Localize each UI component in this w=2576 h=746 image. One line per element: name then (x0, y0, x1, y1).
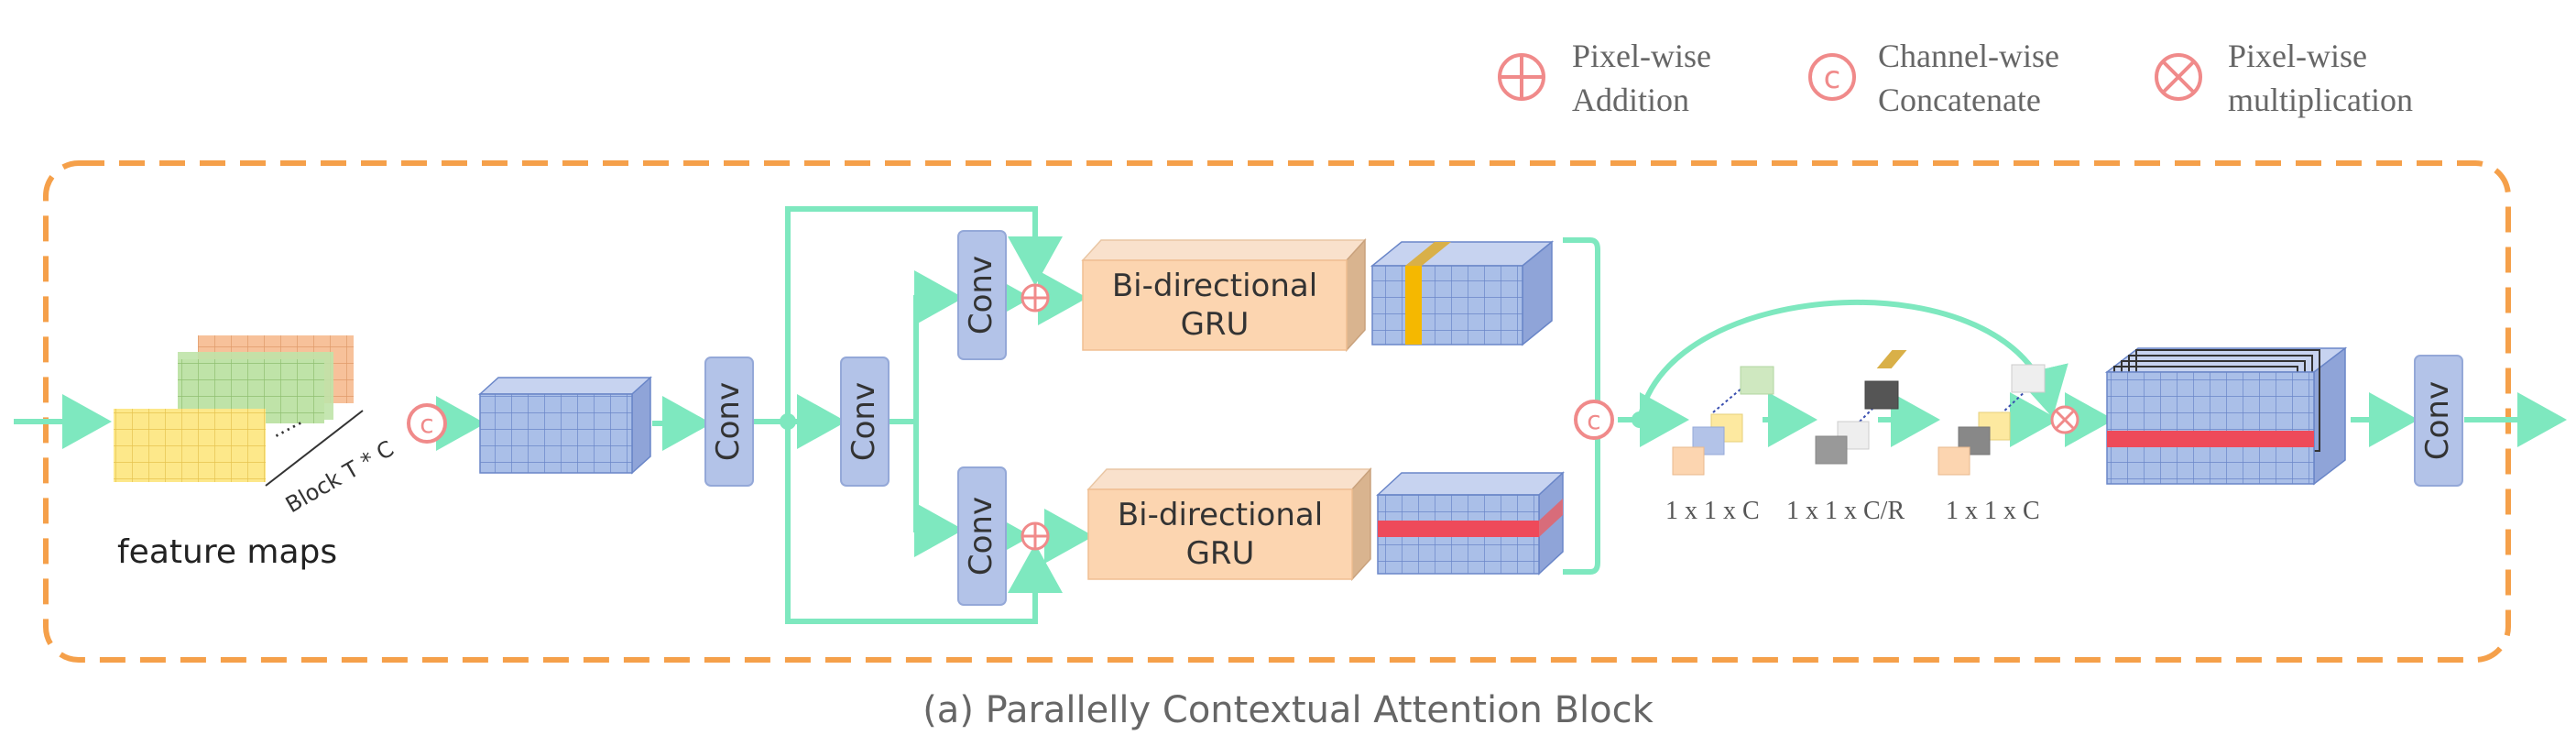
feature-cube-1 (478, 376, 652, 475)
legend-addition-line1: Pixel-wise (1572, 38, 1711, 74)
skip-top-line (785, 206, 1063, 422)
ca-label-1: 1 x 1 x C (1665, 497, 1760, 525)
gru-top-line2: GRU (1181, 306, 1250, 343)
legend-concatenate: c Channel-wise Concatenate (1808, 38, 2059, 118)
add-node-top (1021, 283, 1050, 313)
ca-label-2: 1 x 1 x C/R (1786, 497, 1905, 525)
legend-multiplication: Pixel-wise multiplication (2155, 38, 2413, 118)
legend-concatenate-line2: Concatenate (1878, 82, 2041, 118)
multiplication-icon (2155, 53, 2202, 101)
conv-block-1: Conv (704, 357, 754, 487)
output-highlight-row (2107, 431, 2314, 447)
curved-skip-arrow (1637, 299, 2068, 421)
conv-bottom-label: Conv (963, 497, 999, 576)
conv-block-output: Conv (2414, 355, 2463, 487)
legend-addition-line2: Addition (1572, 82, 1689, 118)
conv-top-label: Conv (963, 256, 999, 335)
highlight-row (1378, 521, 1539, 537)
legend-multiplication-line2: multiplication (2228, 82, 2413, 118)
gru-bottom-line1: Bi-directional (1118, 497, 1323, 533)
svg-text:c: c (420, 409, 433, 439)
concat-node-1: c (407, 403, 447, 444)
figure-caption: (a) Parallelly Contextual Attention Bloc… (922, 689, 1654, 731)
gru-block-top: Bi-directional GRU (1081, 238, 1367, 352)
conv2-to-conv-bottom-arrow (913, 422, 964, 557)
svg-text:c: c (1587, 405, 1600, 435)
conv-output-label: Conv (2419, 381, 2456, 460)
input-feature-maps: ..... Block T * C feature maps (114, 335, 398, 571)
output-highlight-column (1876, 350, 1907, 368)
connections (14, 206, 2567, 624)
skip-bottom-line (785, 422, 1063, 624)
branch-junction (780, 413, 796, 430)
conv-1-label: Conv (710, 382, 747, 461)
conv-block-bottom: Conv (957, 466, 1007, 606)
legend: Pixel-wise Addition c Channel-wise Conca… (1498, 38, 2413, 118)
gru-bottom-line2: GRU (1186, 535, 1255, 572)
block-label: Block T * C (281, 435, 398, 518)
legend-concatenate-line1: Channel-wise (1878, 38, 2059, 74)
legend-multiplication-line1: Pixel-wise (2228, 38, 2367, 74)
conv-block-2: Conv (840, 357, 890, 487)
feature-maps-label: feature maps (117, 533, 337, 571)
multiply-node (2050, 405, 2079, 434)
add-node-bottom (1021, 521, 1050, 551)
gru-block-bottom: Bi-directional GRU (1086, 467, 1372, 581)
concatenate-icon (1808, 53, 1856, 101)
gru-top-line1: Bi-directional (1112, 268, 1317, 304)
channel-attention: 1 x 1 x C 1 x 1 x C/R 1 x 1 x C (1665, 364, 2046, 525)
concat-icon (1574, 400, 1614, 440)
block-border (43, 160, 2511, 663)
ca-label-3: 1 x 1 x C (1946, 497, 2040, 525)
feature-cube-bottom (1376, 471, 1565, 576)
conv-2-label: Conv (846, 382, 882, 461)
concatenate-symbol: c (1824, 60, 1841, 96)
output-cube (1876, 346, 2348, 486)
conv-block-top: Conv (957, 230, 1007, 360)
concat-node-2: c (1574, 400, 1614, 440)
legend-addition: Pixel-wise Addition (1498, 38, 1711, 118)
highlight-column (1405, 266, 1422, 345)
skip-junction (1632, 411, 1648, 428)
feature-cube-top (1370, 240, 1555, 346)
feature-map-yellow (114, 409, 266, 482)
conv2-to-conv-top-arrow (887, 270, 964, 424)
concat-icon (407, 403, 447, 444)
